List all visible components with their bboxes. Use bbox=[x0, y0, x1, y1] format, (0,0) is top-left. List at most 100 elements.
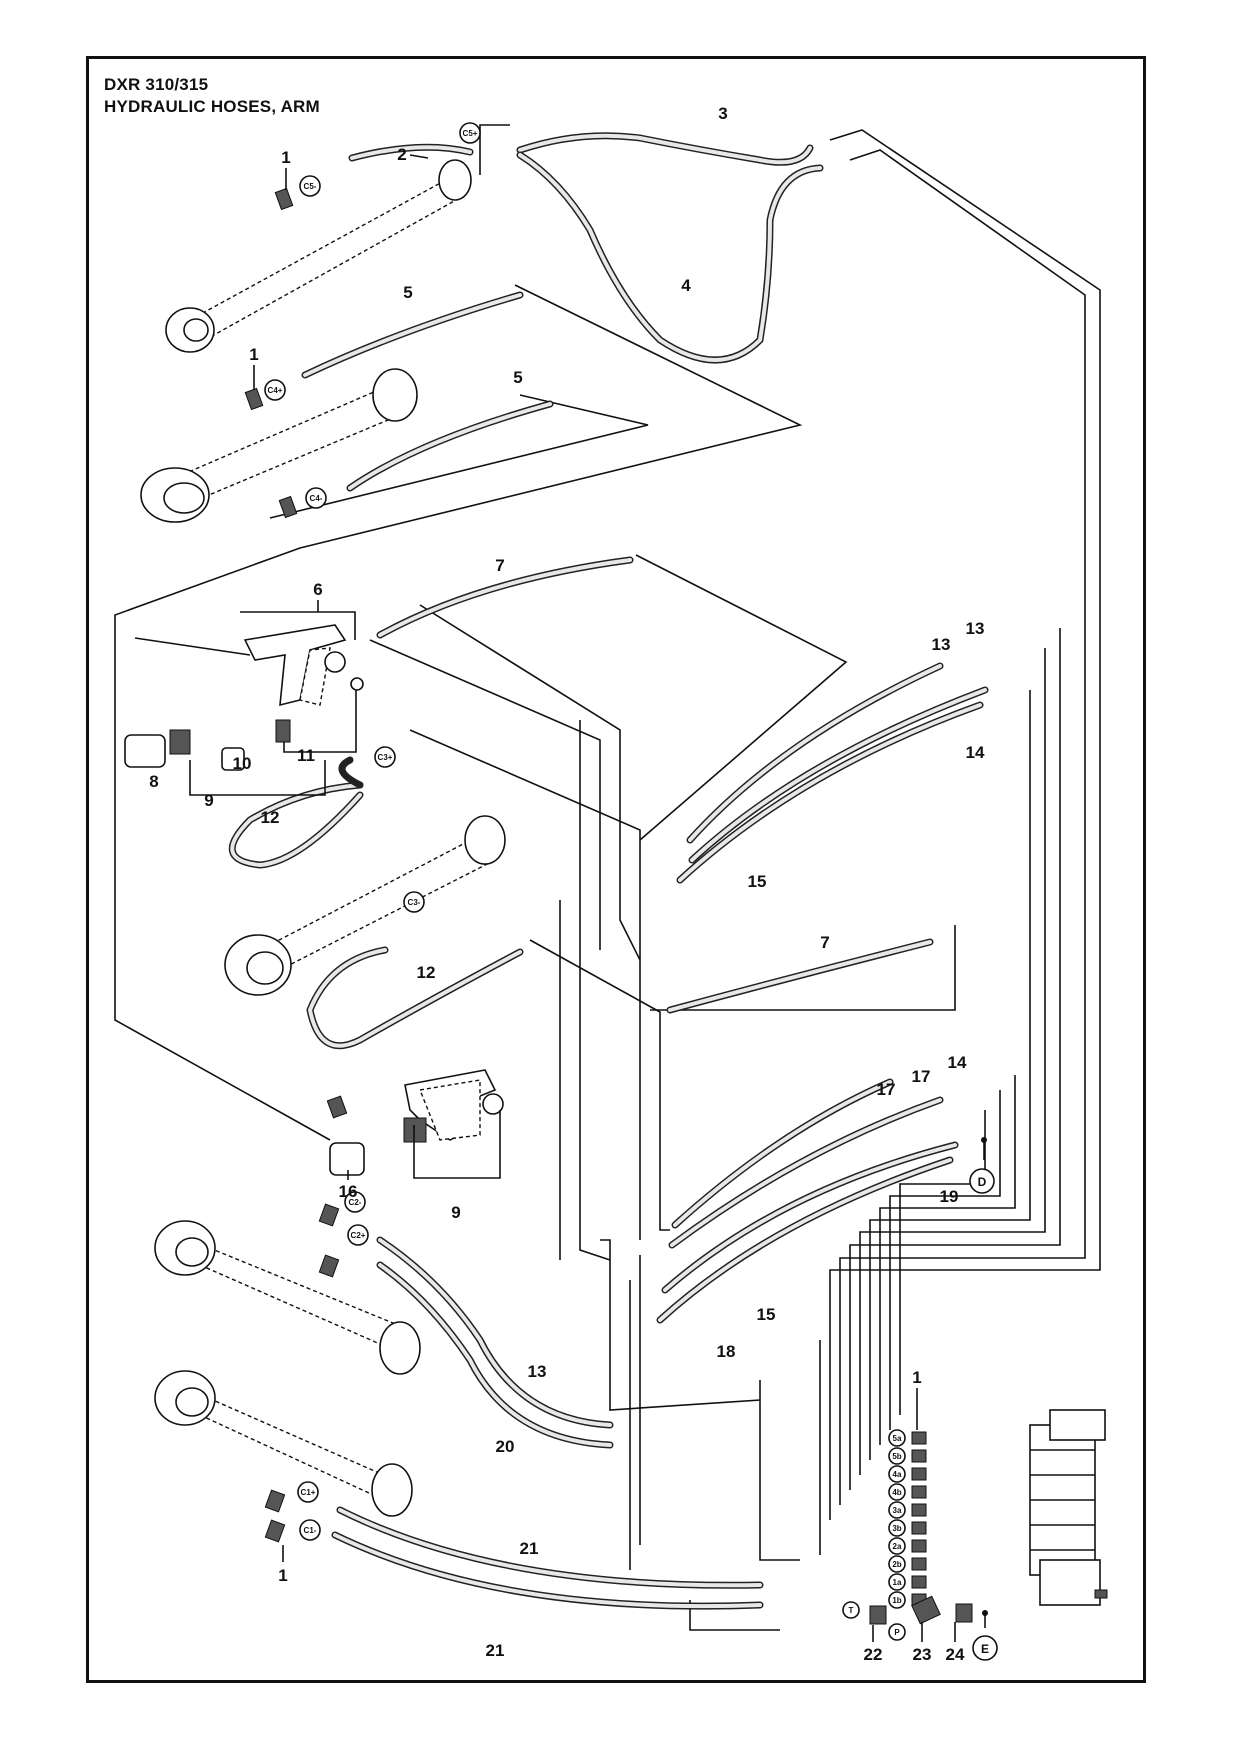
bracket-6 bbox=[243, 624, 347, 707]
svg-text:C2+: C2+ bbox=[351, 1231, 366, 1240]
port-tags: C5- C5+ C4+ C4- C3+ C3- C2- C2+ C1+ C1- … bbox=[264, 122, 906, 1641]
callout-16: 16 bbox=[339, 1182, 358, 1201]
svg-text:C1-: C1- bbox=[304, 1526, 317, 1535]
svg-text:5b: 5b bbox=[892, 1452, 901, 1461]
cylinder-c2 bbox=[154, 1220, 421, 1375]
svg-text:4a: 4a bbox=[893, 1470, 902, 1479]
callout-8: 8 bbox=[149, 772, 158, 791]
ref-tag-e: E bbox=[972, 1635, 998, 1661]
svg-text:D: D bbox=[978, 1175, 987, 1189]
svg-text:E: E bbox=[981, 1642, 989, 1656]
port-tag-c1m: C1- bbox=[299, 1519, 321, 1541]
callout-7: 7 bbox=[820, 933, 829, 952]
port-tag-1a: 1a bbox=[888, 1573, 906, 1591]
svg-text:C2-: C2- bbox=[349, 1198, 362, 1207]
svg-text:5a: 5a bbox=[893, 1434, 902, 1443]
callout-4: 4 bbox=[681, 276, 691, 295]
svg-text:1a: 1a bbox=[893, 1578, 902, 1587]
callout-6: 6 bbox=[313, 580, 322, 599]
port-tag-3a: 3a bbox=[888, 1501, 906, 1519]
callout-21: 21 bbox=[520, 1539, 539, 1558]
svg-text:C1+: C1+ bbox=[301, 1488, 316, 1497]
svg-text:2b: 2b bbox=[892, 1560, 901, 1569]
callout-22: 22 bbox=[864, 1645, 883, 1664]
port-tag-c3p: C3+ bbox=[374, 746, 396, 768]
callout-13: 13 bbox=[528, 1362, 547, 1381]
bracket-upper bbox=[404, 1069, 497, 1141]
callout-1: 1 bbox=[278, 1566, 287, 1585]
callout-1: 1 bbox=[281, 148, 290, 167]
svg-text:1b: 1b bbox=[892, 1596, 901, 1605]
port-tag-1b: 1b bbox=[888, 1591, 906, 1609]
fittings bbox=[124, 187, 988, 1625]
svg-text:C4+: C4+ bbox=[268, 386, 283, 395]
port-tag-5b: 5b bbox=[888, 1447, 906, 1465]
callout-20: 20 bbox=[496, 1437, 515, 1456]
callout-14: 14 bbox=[948, 1053, 967, 1072]
group-outlines bbox=[114, 124, 956, 1631]
callout-15: 15 bbox=[748, 872, 767, 891]
control-valve-block bbox=[1029, 1409, 1108, 1606]
svg-text:C3+: C3+ bbox=[378, 753, 393, 762]
callout-3: 3 bbox=[718, 104, 727, 123]
svg-text:2a: 2a bbox=[893, 1542, 902, 1551]
port-tag-5a: 5a bbox=[888, 1429, 906, 1447]
leader-lines bbox=[189, 154, 956, 1642]
callout-1: 1 bbox=[912, 1368, 921, 1387]
callout-labels: 1 2 3 4 5 1 5 7 6 8 9 10 11 12 12 13 13 … bbox=[149, 104, 985, 1664]
drawing-subtitle: HYDRAULIC HOSES, ARM bbox=[104, 97, 320, 116]
drawing-title: DXR 310/315 HYDRAULIC HOSES, ARM bbox=[104, 74, 320, 118]
port-tag-c1p: C1+ bbox=[297, 1481, 319, 1503]
port-tag-c2p: C2+ bbox=[347, 1224, 369, 1246]
svg-text:C3-: C3- bbox=[408, 898, 421, 907]
callout-13: 13 bbox=[932, 635, 951, 654]
port-tag-2b: 2b bbox=[888, 1555, 906, 1573]
callout-5: 5 bbox=[513, 368, 522, 387]
callout-7: 7 bbox=[495, 556, 504, 575]
callout-9: 9 bbox=[451, 1203, 460, 1222]
callout-15: 15 bbox=[757, 1305, 776, 1324]
port-tag-3b: 3b bbox=[888, 1519, 906, 1537]
port-tag-4a: 4a bbox=[888, 1465, 906, 1483]
ref-tags: D E bbox=[969, 1140, 998, 1661]
port-tag-c5m: C5- bbox=[299, 175, 321, 197]
callout-18: 18 bbox=[717, 1342, 736, 1361]
callout-9: 9 bbox=[204, 791, 213, 810]
callout-23: 23 bbox=[913, 1645, 932, 1664]
port-tag-4b: 4b bbox=[888, 1483, 906, 1501]
svg-text:3b: 3b bbox=[892, 1524, 901, 1533]
model-name: DXR 310/315 bbox=[104, 75, 209, 94]
callout-24: 24 bbox=[946, 1645, 965, 1664]
ref-tag-d: D bbox=[969, 1168, 995, 1194]
svg-text:C5-: C5- bbox=[304, 182, 317, 191]
svg-text:C5+: C5+ bbox=[463, 129, 478, 138]
callout-12: 12 bbox=[417, 963, 436, 982]
port-tag-2a: 2a bbox=[888, 1537, 906, 1555]
svg-text:T: T bbox=[849, 1606, 854, 1615]
callout-12: 12 bbox=[261, 808, 280, 827]
port-tag-t: T bbox=[842, 1601, 860, 1619]
callout-2: 2 bbox=[397, 145, 406, 164]
svg-text:P: P bbox=[894, 1628, 900, 1637]
callout-19: 19 bbox=[940, 1187, 959, 1206]
svg-text:4b: 4b bbox=[892, 1488, 901, 1497]
port-tag-c3m: C3- bbox=[403, 891, 425, 913]
svg-text:C4-: C4- bbox=[310, 494, 323, 503]
callout-1: 1 bbox=[249, 345, 258, 364]
port-tag-c4p: C4+ bbox=[264, 379, 286, 401]
callout-10: 10 bbox=[233, 754, 252, 773]
callout-13: 13 bbox=[966, 619, 985, 638]
routing-lines bbox=[819, 129, 1101, 1555]
port-tag-c4m: C4- bbox=[305, 487, 327, 509]
cylinder-c5 bbox=[165, 159, 472, 353]
svg-text:3a: 3a bbox=[893, 1506, 902, 1515]
port-tag-p: P bbox=[888, 1623, 906, 1641]
port-tag-c2m: C2- bbox=[344, 1191, 366, 1213]
cylinder-c3 bbox=[224, 815, 506, 996]
callout-17: 17 bbox=[912, 1067, 931, 1086]
cylinder-c1 bbox=[154, 1370, 413, 1517]
cylinder-c4 bbox=[140, 368, 418, 523]
port-tag-c5p: C5+ bbox=[459, 122, 481, 144]
callout-11: 11 bbox=[297, 746, 315, 765]
